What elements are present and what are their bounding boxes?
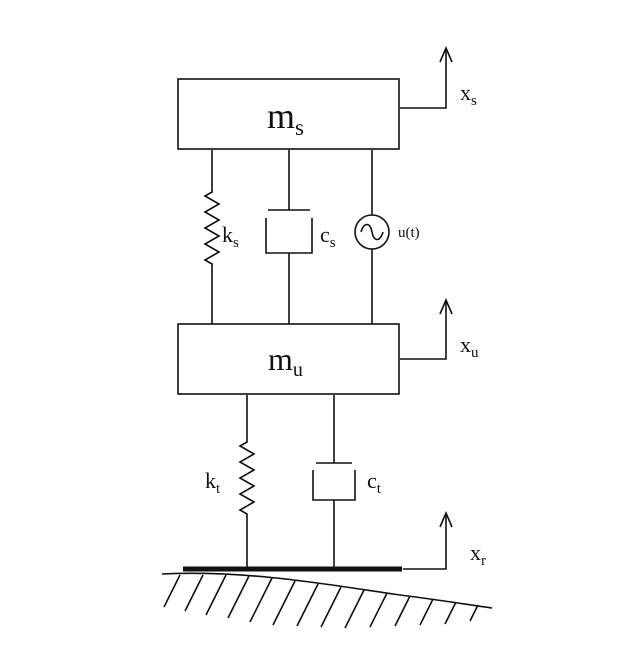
actuator: u(t) [354, 150, 420, 324]
unsprung-mass-label: mu [268, 341, 303, 381]
suspension-damper: cs [265, 150, 336, 324]
suspension-spring-label: ks [222, 222, 239, 251]
suspension-spring-symbol: k [222, 222, 233, 247]
sprung-displacement-label: xs [460, 80, 477, 109]
suspension-damper-subscript: s [330, 235, 336, 251]
tire-spring-symbol: k [205, 468, 216, 493]
unsprung-mass-symbol: m [268, 341, 293, 377]
suspension-damper-label: cs [320, 222, 336, 251]
sine-wave-icon [360, 223, 384, 241]
road-ground [161, 572, 493, 629]
road-displacement-label: xr [470, 540, 486, 569]
tire-spring-label: kt [205, 468, 221, 497]
unsprung-displacement-symbol: x [460, 332, 471, 357]
tire-spring-subscript: t [216, 481, 221, 497]
unsprung-displacement-label: xu [460, 332, 479, 361]
unsprung-mass: mu [177, 323, 400, 395]
tire-damper-symbol: c [367, 468, 377, 493]
road-displacement-symbol: x [470, 540, 481, 565]
sprung-mass-symbol: m [267, 96, 295, 136]
suspension-damper-symbol: c [320, 222, 330, 247]
road-displacement-subscript: r [481, 553, 486, 569]
actuator-label: u(t) [398, 225, 420, 241]
unsprung-displacement-arrow: xu [400, 297, 479, 361]
tire-damper-subscript: t [377, 481, 382, 497]
road-displacement-arrow: xr [403, 510, 486, 570]
sprung-displacement-subscript: s [471, 93, 477, 109]
suspension-spring: ks [203, 150, 239, 324]
unsprung-mass-subscript: u [293, 359, 303, 381]
suspension-spring-subscript: s [233, 235, 239, 251]
sprung-displacement-symbol: x [460, 80, 471, 105]
sprung-displacement-arrow: xs [400, 45, 477, 109]
sprung-mass: ms [177, 78, 400, 150]
unsprung-displacement-subscript: u [471, 345, 479, 361]
ground-hatching [163, 574, 479, 629]
tire-damper: ct [312, 395, 382, 569]
tire-spring: kt [205, 395, 256, 569]
sprung-mass-label: ms [267, 96, 304, 140]
sprung-mass-subscript: s [295, 115, 304, 140]
tire-damper-label: ct [367, 468, 382, 497]
road-surface-curve [161, 572, 493, 609]
